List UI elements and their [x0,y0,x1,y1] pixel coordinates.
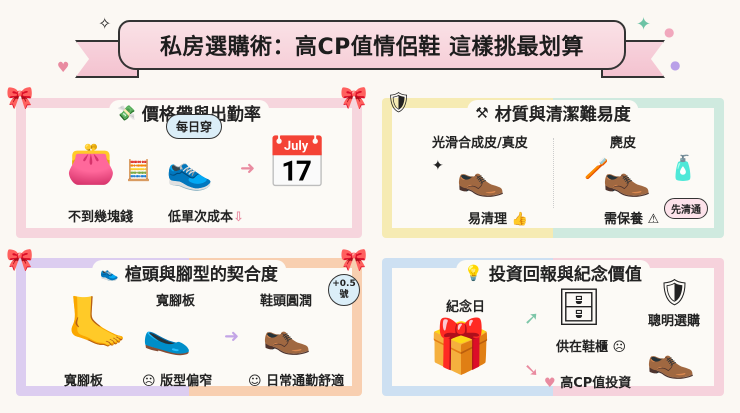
heart-icon: ♥ [57,60,70,76]
shoe-cabinet-icon: 🗄 [556,287,602,328]
easy-clean-text: 易清理 [468,212,508,227]
wallet-label: 不到幾塊錢 [68,210,134,225]
sneakers-icon: 👟 [166,148,214,192]
clean-first-pill: 先清通 [664,198,708,219]
wallet-icon: 👛 [66,141,116,187]
smile-face-icon: ☺ [248,374,262,389]
panel-inner: 👟 楦頭與腳型的契合度 🦶 寬腳板 寬腳板 🥿 ☹ 版型偏窄 ➜ 鞋頭圓潤 +0… [26,260,360,389]
panel-inner: 💸 價格帶與出勤率 👛 🧮 不到幾塊錢 每日穿 👟 低單次成本⇩ ➜ 📅 [26,100,352,228]
panel-title-text: 投資回報與紀念價值 [488,265,642,285]
smooth-leather-heading: 光滑合成皮/真皮 [432,136,528,151]
narrow-fit-label: ☹ 版型偏窄 [142,370,212,389]
dot-icon: ● [664,25,675,39]
shoes-label-text: 低單次成本 [168,210,234,225]
panel-inner: 💡 投資回報與紀念價值 紀念日 🎁 ➚ ➘ 🗄 供在鞋櫃 ☹ ♥ 高CP值投資 … [392,260,714,391]
suede-shoe-icon: 👞 [602,153,652,199]
panel-title-text: 楦頭與腳型的契合度 [124,265,278,285]
sparkle-icon: ✦ [636,14,652,35]
right-arrow-icon: ➜ [224,326,240,347]
gift-box-icon: 🎁 [428,317,493,377]
bow-icon: 🎀 [6,248,34,273]
panel-investment: 💡 投資回報與紀念價值 紀念日 🎁 ➚ ➘ 🗄 供在鞋櫃 ☹ ♥ 高CP值投資 … [382,258,724,396]
leather-shoe-icon: 👞 [456,153,506,199]
wide-foot-label: 寬腳板 [64,374,104,389]
needs-care-label: 需保養 ⚠ [604,208,659,227]
badge-line-2: 號 [339,290,349,300]
badge-line-1: +0.5 [332,279,356,289]
sad-face-icon: ☹ [612,340,627,355]
wide-foot-heading: 寬腳板 [156,294,196,309]
divider [553,138,554,208]
shelved-text: 供在鞋櫃 [556,340,609,355]
sparkle-icon: ✦ [432,158,444,174]
comfort-label: ☺ 日常通勤舒適 [248,370,344,389]
smart-buy-label: 聰明選購 [648,314,701,329]
panel-inner: ⚒ 材質與清潔難易度 光滑合成皮/真皮 👞 ✦ 易清理 👍 麂皮 🪥 👞 🧴 需… [392,100,714,228]
heart-icon: ♥ [544,376,556,391]
panel-material-cleaning: ⚒ 材質與清潔難易度 光滑合成皮/真皮 👞 ✦ 易清理 👍 麂皮 🪥 👞 🧴 需… [382,98,724,238]
foot-icon: 🦶 [66,294,129,352]
needs-care-text: 需保養 [604,212,644,227]
shoes-label: 低單次成本⇩ [168,206,244,225]
shield-check-icon: 🛡 [386,90,412,114]
flats-icon: 🥿 [142,311,192,357]
money-icon: 💸 [117,103,136,122]
narrow-fit-text: 版型偏窄 [160,374,213,389]
spray-bottle-icon: 🧴 [668,154,698,182]
investment-text: 高CP值投資 [560,376,632,391]
panel-title: ⚒ 材質與清潔難易度 [467,100,639,125]
right-arrow-icon: ➜ [240,158,256,179]
speech-bubble: 每日穿 [166,114,223,139]
oxford-shoes-icon: 👞 [262,311,312,357]
warning-icon: ⚠ [647,212,660,227]
anniversary-label: 紀念日 [446,300,486,315]
investment-label: ♥ 高CP值投資 [544,372,631,391]
sneaker-icon: 👟 [100,263,119,282]
page-title: 私房選購術：高CP值情侶鞋 這樣挑最划算 [160,35,584,60]
calculator-icon: 🧮 [126,158,151,182]
half-size-badge: +0.5 號 [328,274,360,306]
suede-heading: 麂皮 [610,136,637,151]
sparkle-icon: ● [670,58,681,72]
frown-face-icon: ☹ [142,374,156,389]
panel-title: 👟 楦頭與腳型的契合度 [92,260,286,285]
easy-clean-label: 易清理 👍 [468,208,528,227]
round-toe-heading: 鞋頭圓潤 [260,294,313,309]
walking-shoes-icon: 👞 [646,335,696,381]
brush-icon: 🪥 [584,156,609,180]
up-right-arrow-icon: ➚ [524,308,540,329]
down-arrow-icon: ⇩ [233,210,244,225]
shelved-label: 供在鞋櫃 ☹ [556,336,626,355]
thumbs-up-icon: 👍 [511,212,528,227]
calendar-icon: 📅 [266,134,329,192]
comfort-text: 日常通勤舒適 [266,374,345,389]
bow-icon: 🎀 [340,248,368,273]
shield-heart-icon: 🛡 [658,278,692,308]
down-right-arrow-icon: ➘ [524,360,540,381]
panel-title: 💡 投資回報與紀念價值 [456,260,650,285]
panel-price-frequency: 💸 價格帶與出勤率 👛 🧮 不到幾塊錢 每日穿 👟 低單次成本⇩ ➜ 📅 [16,98,362,238]
panel-fit: 👟 楦頭與腳型的契合度 🦶 寬腳板 寬腳板 🥿 ☹ 版型偏窄 ➜ 鞋頭圓潤 +0… [16,258,362,396]
bow-icon: 🎀 [340,86,368,111]
panel-title-text: 材質與清潔難易度 [494,105,631,125]
bow-icon: 🎀 [6,86,34,111]
lightbulb-icon: 💡 [464,263,483,282]
title-banner: 私房選購術：高CP值情侶鞋 這樣挑最划算 [118,20,626,70]
tools-icon: ⚒ [475,103,489,122]
sparkle-icon: ✧ [98,14,112,33]
